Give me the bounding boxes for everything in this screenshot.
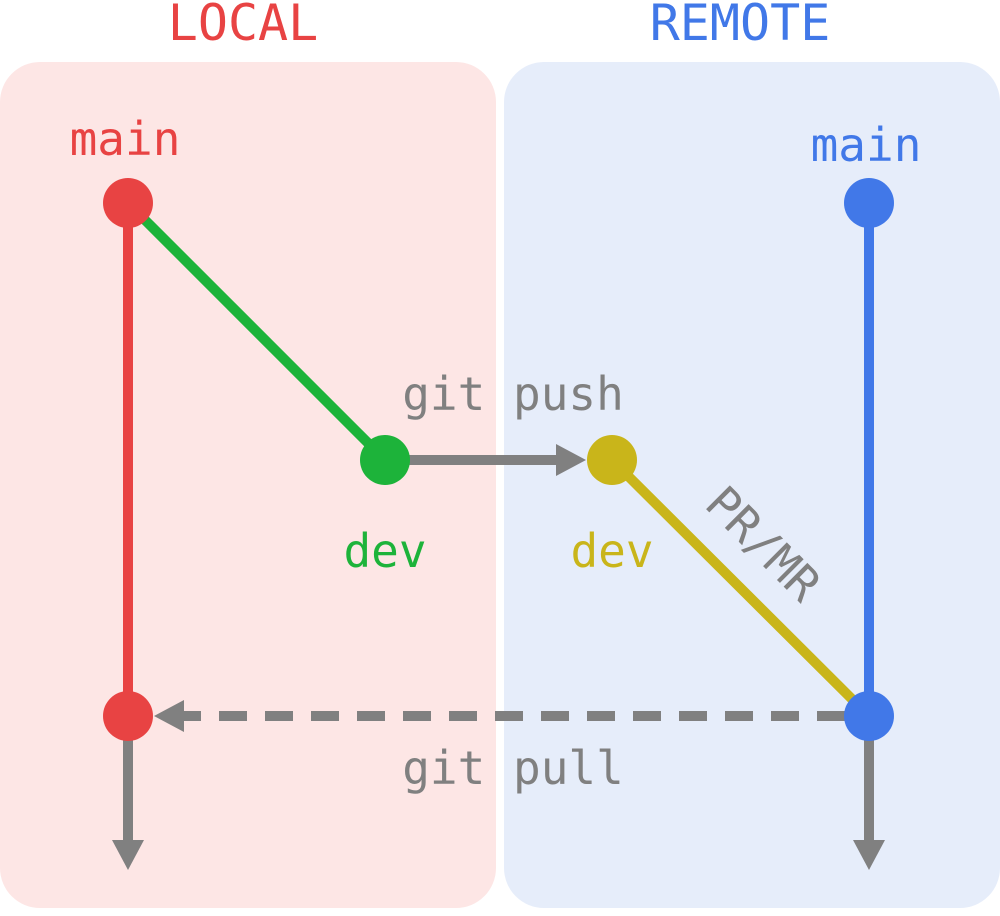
remote-dev-node: [587, 435, 637, 485]
local-main-arrowhead: [112, 840, 144, 870]
remote-dev-label: dev: [570, 524, 653, 578]
push-arrowhead: [556, 444, 586, 476]
remote-main-arrowhead: [853, 840, 885, 870]
git-push-label: git push: [402, 367, 624, 421]
git-pull-label: git pull: [402, 741, 624, 795]
local-title: LOCAL: [168, 0, 319, 52]
local-dev-label: dev: [343, 524, 426, 578]
remote-title: REMOTE: [650, 0, 831, 52]
local-main-label: main: [70, 112, 181, 166]
remote-main-label: main: [811, 118, 922, 172]
local-dev-line: [124, 199, 389, 464]
local-main-bottom-node: [103, 691, 153, 741]
remote-main-bottom-node: [844, 691, 894, 741]
local-main-top-node: [103, 178, 153, 228]
local-dev-node: [360, 435, 410, 485]
remote-dev-pr-line: [608, 456, 873, 720]
remote-main-top-node: [844, 178, 894, 228]
pull-arrowhead: [154, 700, 184, 732]
